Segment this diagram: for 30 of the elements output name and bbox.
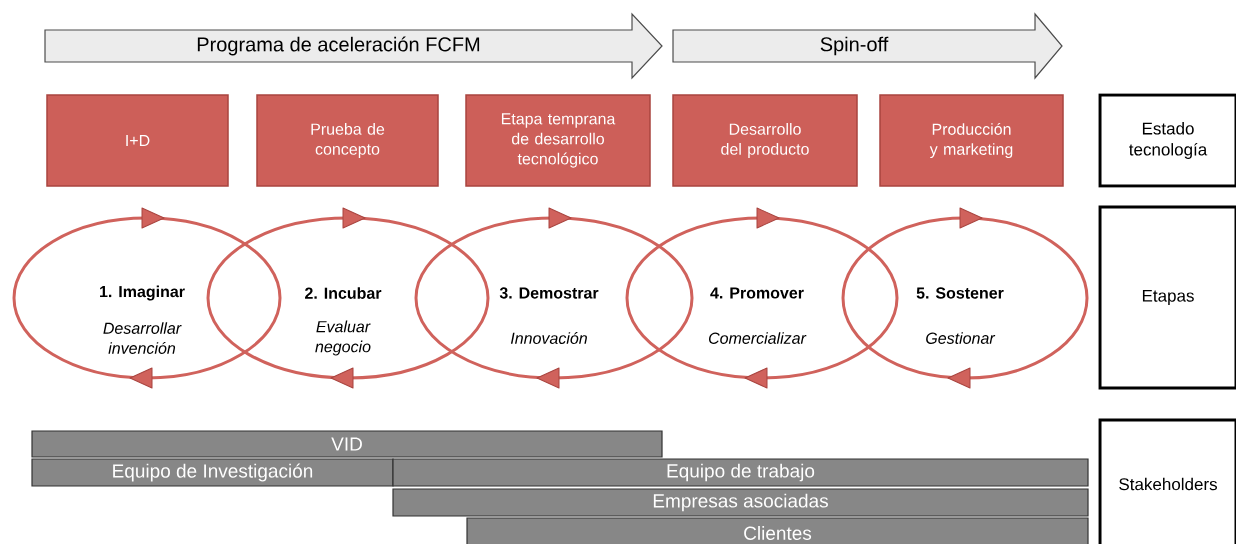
stage-box: Desarrollo del producto (672, 94, 858, 187)
stage-title: 4. Promover (710, 287, 804, 299)
phase-banner: Spin-off (672, 12, 1063, 80)
stage-ellipse (206, 207, 490, 389)
stage-box: Prueba de concepto (256, 94, 439, 187)
row-label-box: Stakeholders (1098, 418, 1236, 544)
stage-ellipse (414, 207, 694, 389)
stage-ellipse (841, 207, 1089, 389)
phase-banner: Programa de aceleración FCFM (44, 12, 663, 80)
stage-box: I+D (46, 94, 229, 187)
stage-ellipse (12, 207, 282, 389)
stage-box: Etapa temprana de desarrollo tecnológico (465, 94, 651, 187)
stage-title: 5. Sostener (916, 287, 1004, 299)
stage-title: 1. Imaginar (100, 285, 185, 301)
row-label-box: Etapas (1098, 205, 1236, 390)
stakeholder-bar: Equipo de trabajo (392, 458, 1089, 487)
stage-ellipse (625, 207, 899, 389)
stage-subtitle: Gestionar (926, 332, 996, 344)
stage-subtitle: Innovación (510, 332, 587, 344)
stage-subtitle: Evaluar negocio (315, 320, 371, 356)
stage-box: Producción y marketing (879, 94, 1064, 187)
stakeholder-bar: Empresas asociadas (392, 488, 1089, 517)
stage-title: 2. Incubar (305, 287, 382, 299)
stage-subtitle: Desarrollar invención (103, 322, 182, 354)
stakeholder-bar: VID (31, 430, 663, 458)
stakeholder-bar: Clientes (466, 517, 1089, 544)
stage-subtitle: Comercializar (709, 332, 807, 344)
row-label-box: Estado tecnología (1098, 93, 1236, 188)
stage-title: 3. Demostrar (499, 287, 599, 299)
stakeholder-bar: Equipo de Investigación (31, 458, 394, 487)
